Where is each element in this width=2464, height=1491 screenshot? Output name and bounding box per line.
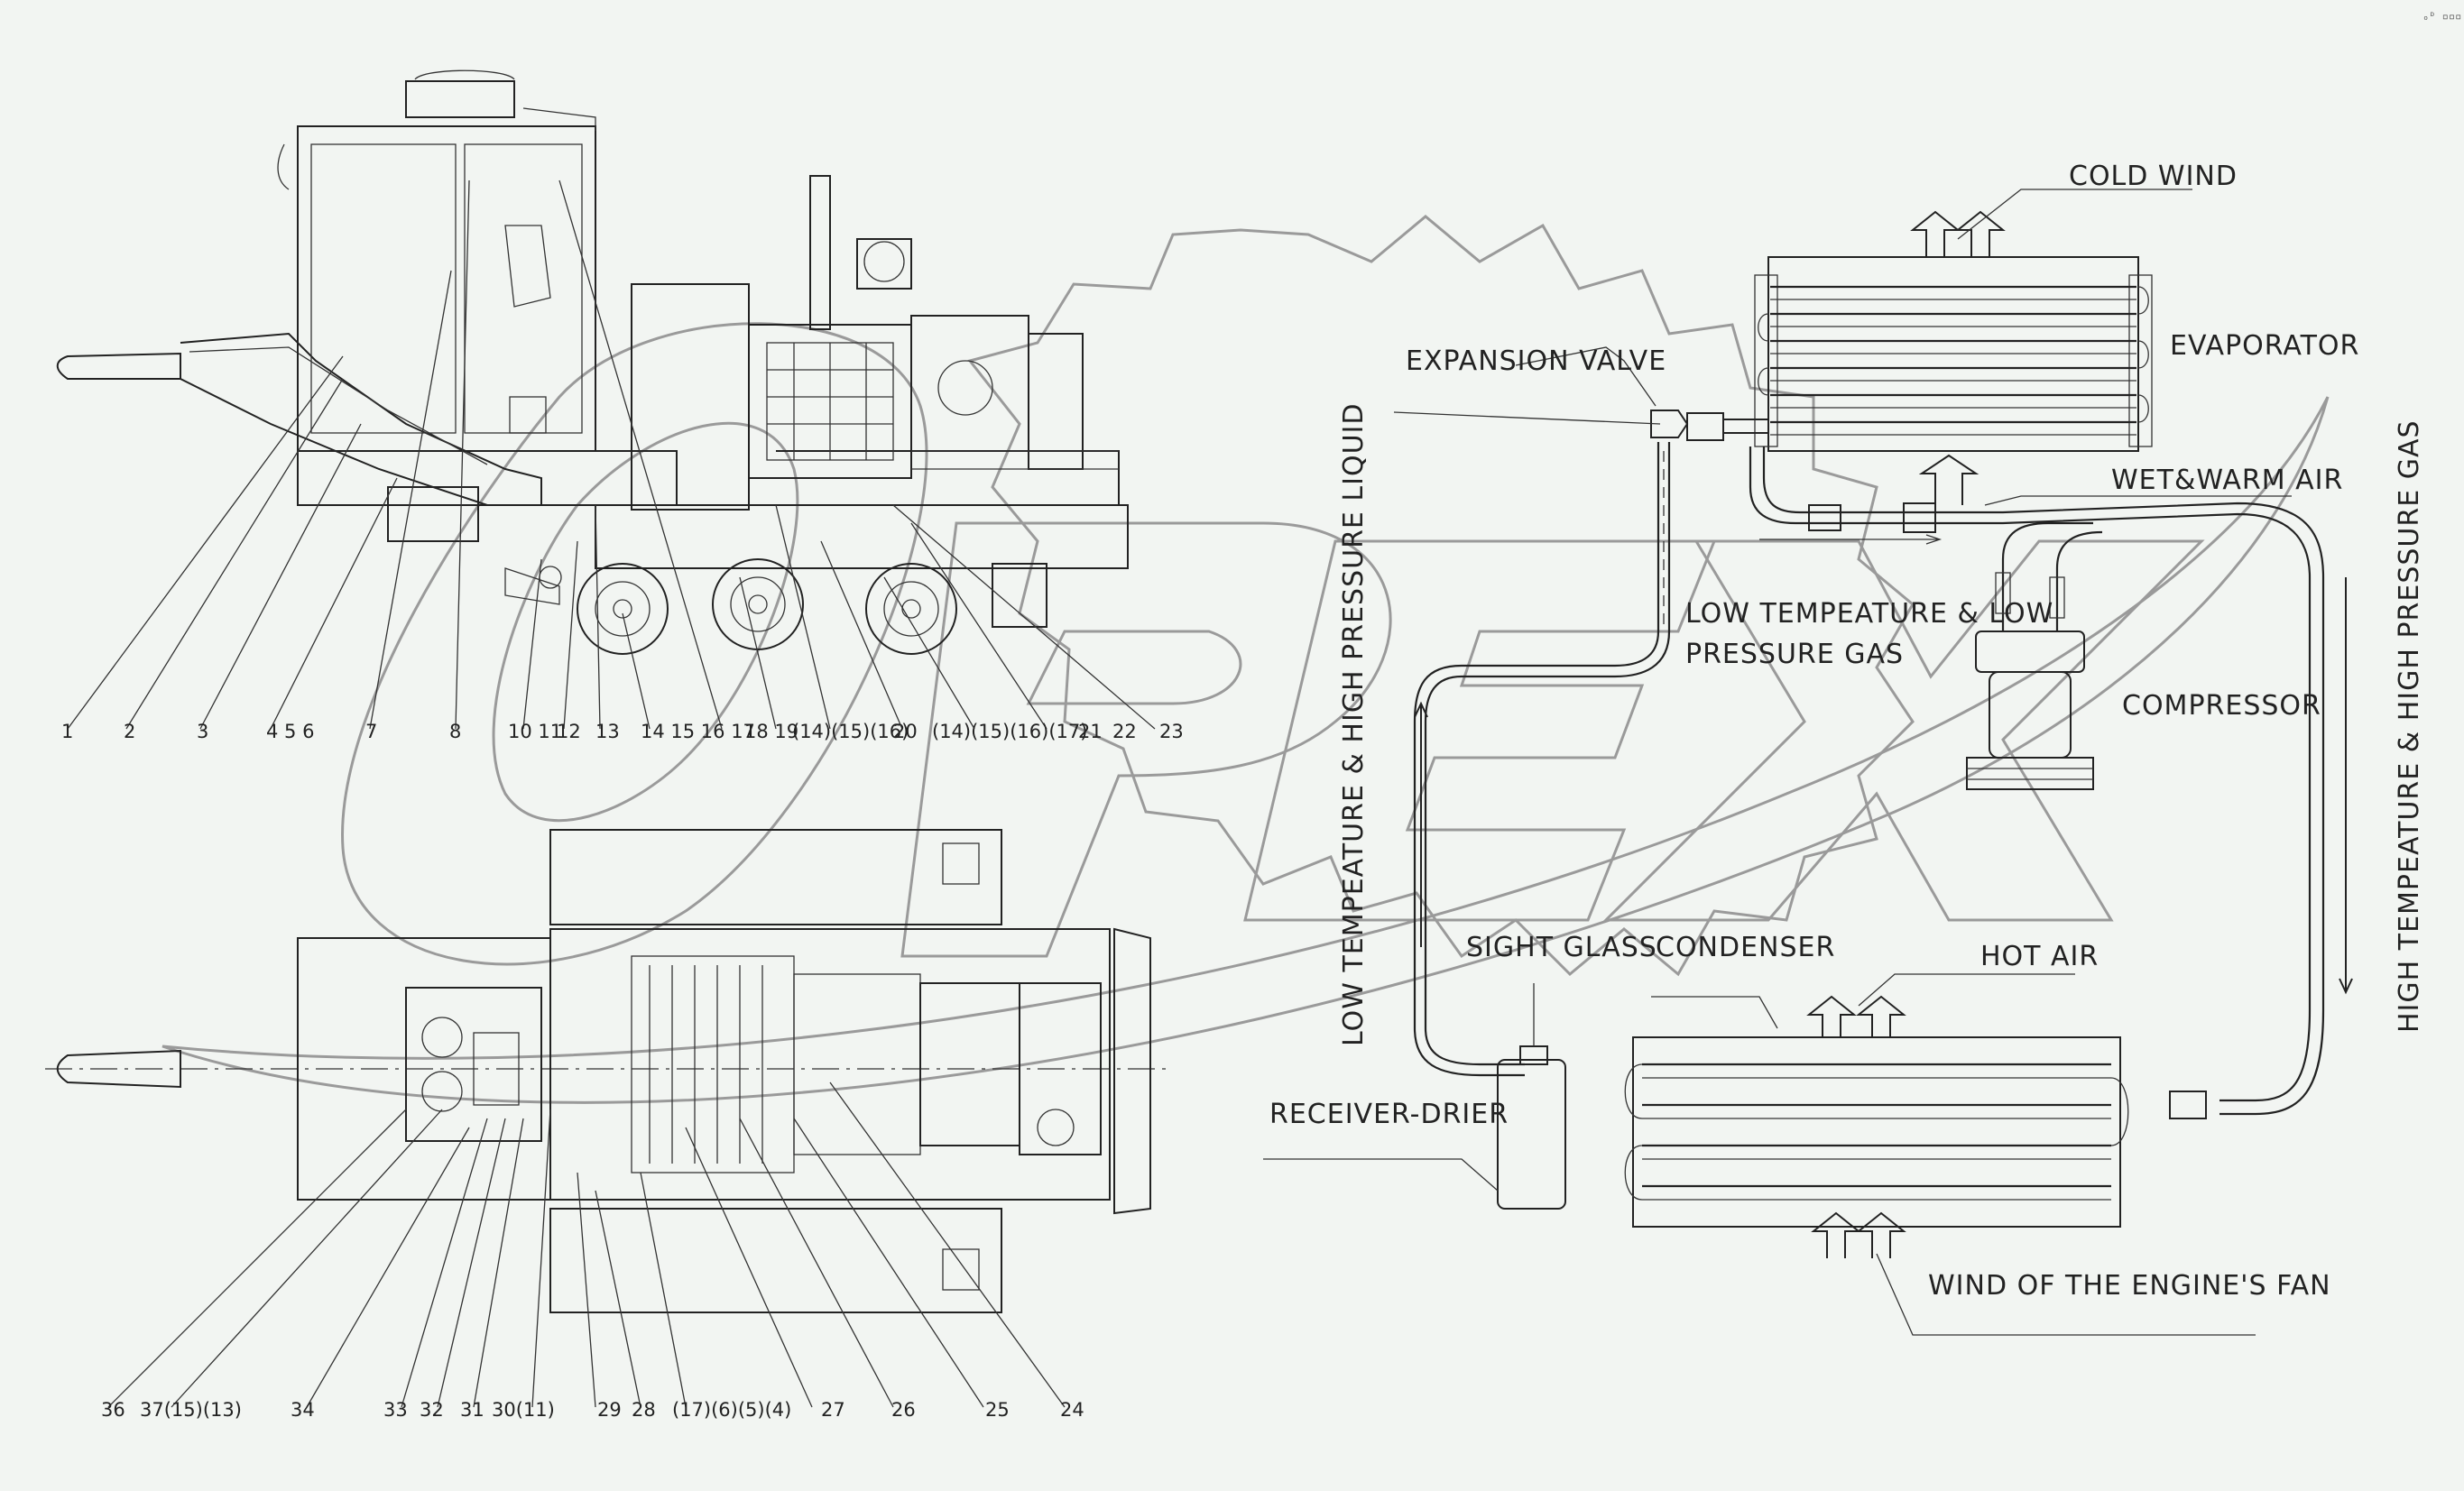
callout-28: 28 bbox=[632, 1399, 656, 1421]
top-view-machine bbox=[45, 829, 1173, 1408]
callout-36: 36 bbox=[101, 1399, 125, 1421]
callout-37-15-13: 37(15)(13) bbox=[140, 1399, 242, 1421]
label-expansion-valve: EXPANSION VALVE bbox=[1406, 345, 1666, 377]
callout-26: 26 bbox=[891, 1399, 916, 1421]
callout-25: 25 bbox=[985, 1399, 1010, 1421]
watermark-letter-e bbox=[1243, 539, 1717, 922]
liquid-line bbox=[1424, 442, 1671, 1066]
cold-wind-arrow bbox=[1910, 210, 1961, 257]
label-cold-wind: COLD WIND bbox=[2069, 161, 2238, 192]
expansion-valve bbox=[1393, 346, 1768, 441]
callout-4-5-6: 4 5 6 bbox=[266, 721, 314, 742]
callout-1: 1 bbox=[61, 721, 73, 742]
callout-22: 22 bbox=[1112, 721, 1137, 742]
callout-23: 23 bbox=[1159, 721, 1184, 742]
label-low-temp-low-pressure-gas-1: LOW TEMPEATURE & LOW bbox=[1685, 598, 2053, 630]
condenser bbox=[1624, 996, 2129, 1228]
flow-arrow-liquid bbox=[1414, 701, 1428, 947]
callout-24: 24 bbox=[1060, 1399, 1084, 1421]
label-evaporator: EVAPORATOR bbox=[2170, 330, 2359, 362]
engine-fan-wind-arrow bbox=[1811, 1211, 1861, 1258]
watermark-letter-p bbox=[900, 521, 1392, 958]
callout-31: 31 bbox=[460, 1399, 484, 1421]
callout-12: 12 bbox=[557, 721, 581, 742]
hot-air-arrow bbox=[1806, 995, 1857, 1037]
suction-line bbox=[1749, 446, 2312, 1102]
top-view-callouts: 36 37(15)(13) 34 33 32 31 30(11) 29 28 (… bbox=[101, 1399, 1084, 1421]
side-view-boom bbox=[56, 352, 181, 380]
wet-warm-air-arrow bbox=[1918, 454, 1980, 505]
callout-3: 3 bbox=[197, 721, 208, 742]
callout-34: 34 bbox=[291, 1399, 315, 1421]
label-high-temp-high-pressure-gas: HIGH TEMPEATURE & HIGH PRESSURE GAS bbox=[2394, 419, 2425, 1033]
label-hot-air: HOT AIR bbox=[1980, 941, 2099, 972]
callout-2: 2 bbox=[124, 721, 135, 742]
callout-33: 33 bbox=[383, 1399, 408, 1421]
label-receiver-drier: RECEIVER-DRIER bbox=[1269, 1099, 1509, 1130]
side-view-wheels bbox=[504, 558, 1047, 655]
label-wet-warm-air: WET&WARM AIR bbox=[2111, 465, 2343, 496]
ac-circuit bbox=[1263, 189, 2353, 1336]
side-view-cab bbox=[277, 69, 596, 452]
watermark-swoosh bbox=[161, 396, 2330, 1104]
label-low-temp-low-pressure-gas-2: PRESSURE GAS bbox=[1685, 639, 1904, 670]
label-condenser: CONDENSER bbox=[1656, 932, 1835, 963]
callout-7: 7 bbox=[365, 721, 377, 742]
watermark bbox=[161, 215, 2330, 1104]
label-wind-engine-fan: WIND OF THE ENGINE'S FAN bbox=[1928, 1270, 2331, 1302]
compressor bbox=[1966, 521, 2103, 790]
callout-18-19: 18 19 bbox=[744, 721, 798, 742]
flow-arrow-gas bbox=[2339, 577, 2353, 995]
watermark-letter-o bbox=[341, 322, 928, 966]
callout-13: 13 bbox=[595, 721, 620, 742]
callout-30-11: 30(11) bbox=[492, 1399, 555, 1421]
side-view-machine bbox=[56, 69, 1156, 730]
side-view-callouts: 1 2 3 4 5 6 7 8 10 11 12 13 14 15 16 17 … bbox=[61, 721, 1184, 742]
label-sight-glass: SIGHT GLASS bbox=[1466, 932, 1657, 963]
callout-17-6-5-4: (17)(6)(5)(4) bbox=[672, 1399, 791, 1421]
evaporator bbox=[1754, 256, 2153, 452]
label-compressor: COMPRESSOR bbox=[2122, 690, 2321, 722]
corner-mark: ₒᴰ ▫▫▫ bbox=[2422, 10, 2461, 23]
callout-group-14-15-16-17: (14)(15)(16)(17) bbox=[932, 721, 1087, 742]
label-low-temp-high-pressure-liquid: LOW TEMPEATURE & HIGH PRESSURE LIQUID bbox=[1338, 402, 1370, 1046]
callout-group-14-15-16: (14)(15)(16) bbox=[792, 721, 909, 742]
ac-labels: COLD WIND EVAPORATOR EXPANSION VALVE WET… bbox=[1269, 161, 2425, 1302]
callout-10-11: 10 11 bbox=[508, 721, 562, 742]
callout-21: 21 bbox=[1078, 721, 1103, 742]
callout-27: 27 bbox=[821, 1399, 845, 1421]
callout-32: 32 bbox=[420, 1399, 444, 1421]
callout-14-15-16-17: 14 15 16 17 bbox=[641, 721, 755, 742]
callout-20: 20 bbox=[893, 721, 918, 742]
callout-8: 8 bbox=[449, 721, 461, 742]
callout-29: 29 bbox=[597, 1399, 622, 1421]
gear-icon bbox=[967, 215, 1915, 977]
side-view-engine bbox=[631, 175, 1119, 511]
